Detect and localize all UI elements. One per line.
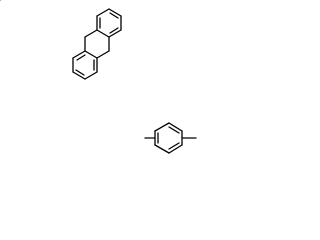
bond: [109, 27, 119, 34]
bond: [109, 12, 119, 19]
bond: [168, 122, 183, 132]
bond: [108, 8, 122, 17]
bonds: [72, 8, 197, 154]
bond: [108, 29, 122, 38]
bond: [154, 144, 170, 154]
bond: [154, 122, 170, 132]
bond: [96, 50, 110, 59]
bond: [168, 142, 180, 150]
chemical-structure: [0, 0, 197, 154]
bond: [84, 50, 98, 59]
bond: [72, 71, 86, 80]
bond: [84, 71, 98, 80]
bond: [75, 69, 85, 76]
bond: [168, 144, 183, 154]
bond: [96, 29, 110, 38]
bond: [84, 29, 98, 38]
bond: [96, 8, 110, 17]
bond: [76, 54, 86, 61]
bond: [72, 50, 86, 59]
bond: [168, 126, 180, 134]
